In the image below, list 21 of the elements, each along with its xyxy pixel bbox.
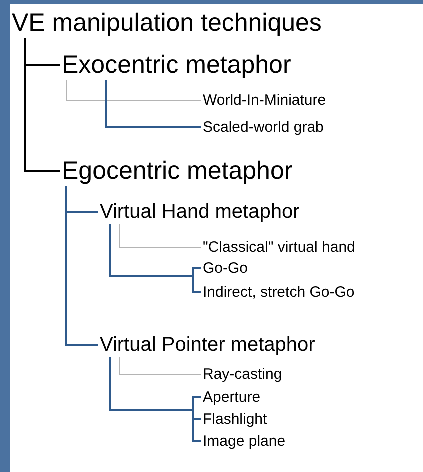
tree-item-label: "Classical" virtual hand	[203, 240, 356, 255]
connector-line	[65, 186, 98, 346]
tree-item-label: VE manipulation techniques	[12, 10, 322, 36]
tree-item-label: Exocentric metaphor	[62, 52, 292, 78]
connector-line	[24, 38, 60, 172]
tree-item-label: Go-Go	[203, 261, 248, 276]
tree-item-label: World-In-Miniature	[203, 93, 326, 108]
tree-item-label: Scaled-world grab	[203, 120, 324, 135]
tree-item-label: Virtual Pointer metaphor	[100, 335, 316, 355]
tree-item-label: Egocentric metaphor	[62, 158, 293, 184]
tree-item-label: Flashlight	[203, 412, 268, 427]
connector-line	[66, 80, 202, 101]
tree-item-label: Image plane	[203, 434, 286, 449]
connector-line	[120, 224, 202, 248]
connector-line	[120, 356, 202, 375]
connector-line	[105, 80, 201, 128]
tree-item-label: Indirect, stretch Go-Go	[203, 285, 355, 300]
tree-item-label: Aperture	[203, 390, 261, 405]
tree-item-label: Ray-casting	[203, 367, 282, 382]
connector-line	[109, 224, 201, 294]
tree-item-label: Virtual Hand metaphor	[100, 202, 300, 222]
